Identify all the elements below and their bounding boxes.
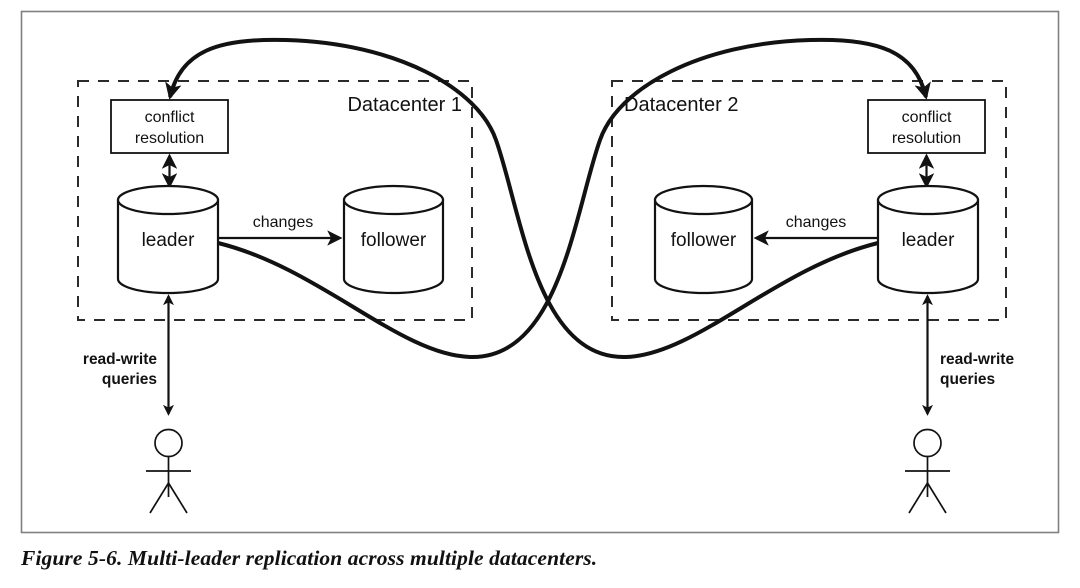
dc2-read-write-queries-label-line1: read-write: [940, 351, 1014, 368]
dc1-read-write-queries-label-line2: queries: [102, 371, 157, 388]
dc2-conflict-resolution-box: [867, 99, 986, 154]
datacenter-1-label: Datacenter 1: [347, 94, 462, 116]
figure-frame: [20, 10, 1060, 534]
dc1-conflict-resolution-label-line2: resolution: [135, 130, 204, 147]
dc1-leader-node: leader: [116, 184, 220, 295]
cross-link-dc2-leader-to-dc1-conflict: [165, 37, 879, 360]
dc1-leader-label: leader: [142, 230, 195, 251]
dc1-conflict-resolution-box: [110, 99, 229, 154]
dc2-conflict-resolution-label-line2: resolution: [892, 130, 961, 147]
figure-caption: Figure 5-6. Multi-leader replication acr…: [21, 546, 598, 570]
datacenter-2-boundary: [611, 80, 1007, 321]
datacenter-2-label: Datacenter 2: [624, 94, 739, 116]
dc1-follower-label: follower: [361, 230, 427, 251]
dc2-leader-node: leader: [876, 184, 980, 295]
dc2-follower-node: follower: [653, 184, 754, 295]
dc2-user-actor-icon: [905, 428, 950, 514]
dc1-conflict-resolution-label-line1: conflict: [145, 109, 195, 126]
dc2-changes-label: changes: [786, 214, 847, 231]
dc1-follower-node: follower: [342, 184, 445, 295]
datacenter-1-boundary: [77, 80, 473, 321]
dc2-follower-label: follower: [671, 230, 737, 251]
dc1-changes-label: changes: [253, 214, 314, 231]
dc1-read-write-queries-label-line1: read-write: [83, 351, 157, 368]
dc2-leader-label: leader: [902, 230, 955, 251]
dc2-conflict-resolution-label-line1: conflict: [902, 109, 952, 126]
dc1-user-actor-icon: [146, 428, 191, 514]
dc2-read-write-queries-label-line2: queries: [940, 371, 995, 388]
cross-link-dc1-leader-to-dc2-conflict: [217, 37, 931, 360]
